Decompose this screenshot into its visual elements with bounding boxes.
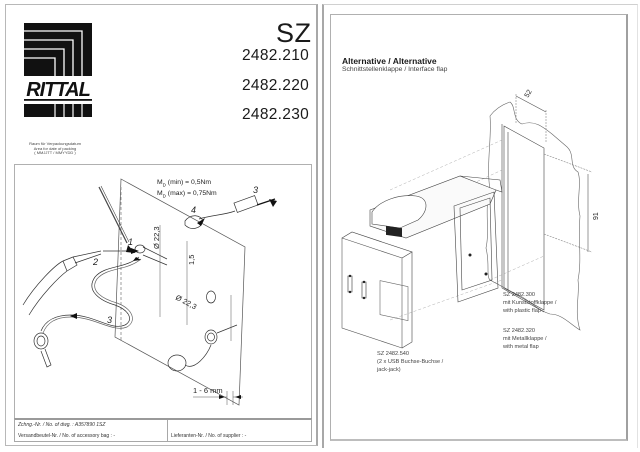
footer-right-cell: Lieferanten-Nr. / No. of supplier : - bbox=[167, 420, 311, 441]
title-block-footer: Zchng.-Nr. / No. of dwg. : A357890 1SZ V… bbox=[14, 418, 312, 442]
part-number-2: 2482.220 bbox=[242, 77, 310, 94]
part-number-1: 2482.210 bbox=[242, 47, 310, 64]
part-number-3: 2482.230 bbox=[242, 106, 310, 123]
step-3-plug-label: 3 bbox=[253, 185, 258, 195]
packing-date-line-1: Raum für Verpackungsdatum bbox=[29, 141, 81, 146]
note-plastic-flap: SZ 2482.300 mit Kunststoffklappe / with … bbox=[503, 292, 557, 314]
width-dimension: 52 bbox=[524, 89, 534, 99]
spacing-dimension: 1,5 bbox=[187, 255, 196, 265]
hole-diameter-top: Ø 22,3 bbox=[152, 226, 161, 249]
note-metal-flap: SZ 2482.320 mit Metallklappe / with meta… bbox=[503, 328, 547, 350]
rittal-logo: RITTAL bbox=[24, 23, 92, 117]
supplier-number: Lieferanten-Nr. / No. of supplier : - bbox=[171, 433, 247, 439]
packing-date-line-2: Area for date of packing bbox=[33, 145, 77, 151]
note-usb-jack: SZ 2482.540 (2 x USB Buchse-Buchse / jac… bbox=[377, 351, 444, 373]
step-3-cable-label: 3 bbox=[107, 315, 112, 325]
interface-flap-drawing: 52 91 bbox=[341, 89, 600, 349]
footer-left-cell: Zchng.-Nr. / No. of dwg. : A357890 1SZ V… bbox=[18, 420, 166, 441]
svg-text:RITTAL: RITTAL bbox=[26, 79, 90, 101]
step-2-label: 2 bbox=[92, 257, 98, 267]
height-dimension: 91 bbox=[593, 212, 600, 220]
installation-drawing-frame: 1 2 3 3 4 Ø 22,3 1,5 Ø 22,3 1 - 6 mm bbox=[14, 164, 312, 442]
step-1-label: 1 bbox=[128, 237, 133, 247]
left-page bbox=[5, 4, 318, 446]
alternative-subtitle: Schnittstellenklappe / Interface flap bbox=[342, 66, 448, 73]
torque-spec: MD (min) = 0,5Nm MD (max) = 0,75Nm bbox=[157, 178, 217, 201]
alternative-title: Alternative / Alternative bbox=[342, 56, 437, 66]
torque-min: MD (min) = 0,5Nm bbox=[157, 179, 212, 188]
drawing-number: Zchng.-Nr. / No. of dwg. : A357890 1SZ bbox=[18, 422, 106, 428]
packing-date-line-3: ( MMJJTT / MMYYDD ) bbox=[34, 150, 76, 156]
step-4-label: 4 bbox=[191, 205, 196, 215]
torque-max: MD (max) = 0,75Nm bbox=[157, 190, 217, 199]
wall-thickness-dimension: 1 - 6 mm bbox=[193, 386, 223, 395]
installation-drawing: 1 2 3 3 4 Ø 22,3 1,5 Ø 22,3 1 - 6 mm bbox=[22, 178, 277, 406]
hole-diameter-bottom: Ø 22,3 bbox=[174, 293, 198, 312]
packing-date-area: Raum für Verpackungsdatum Area for date … bbox=[14, 141, 96, 156]
product-code: SZ bbox=[276, 18, 312, 48]
accessory-bag-number: Versandbeutel-Nr. / No. of accessory bag… bbox=[18, 433, 115, 439]
